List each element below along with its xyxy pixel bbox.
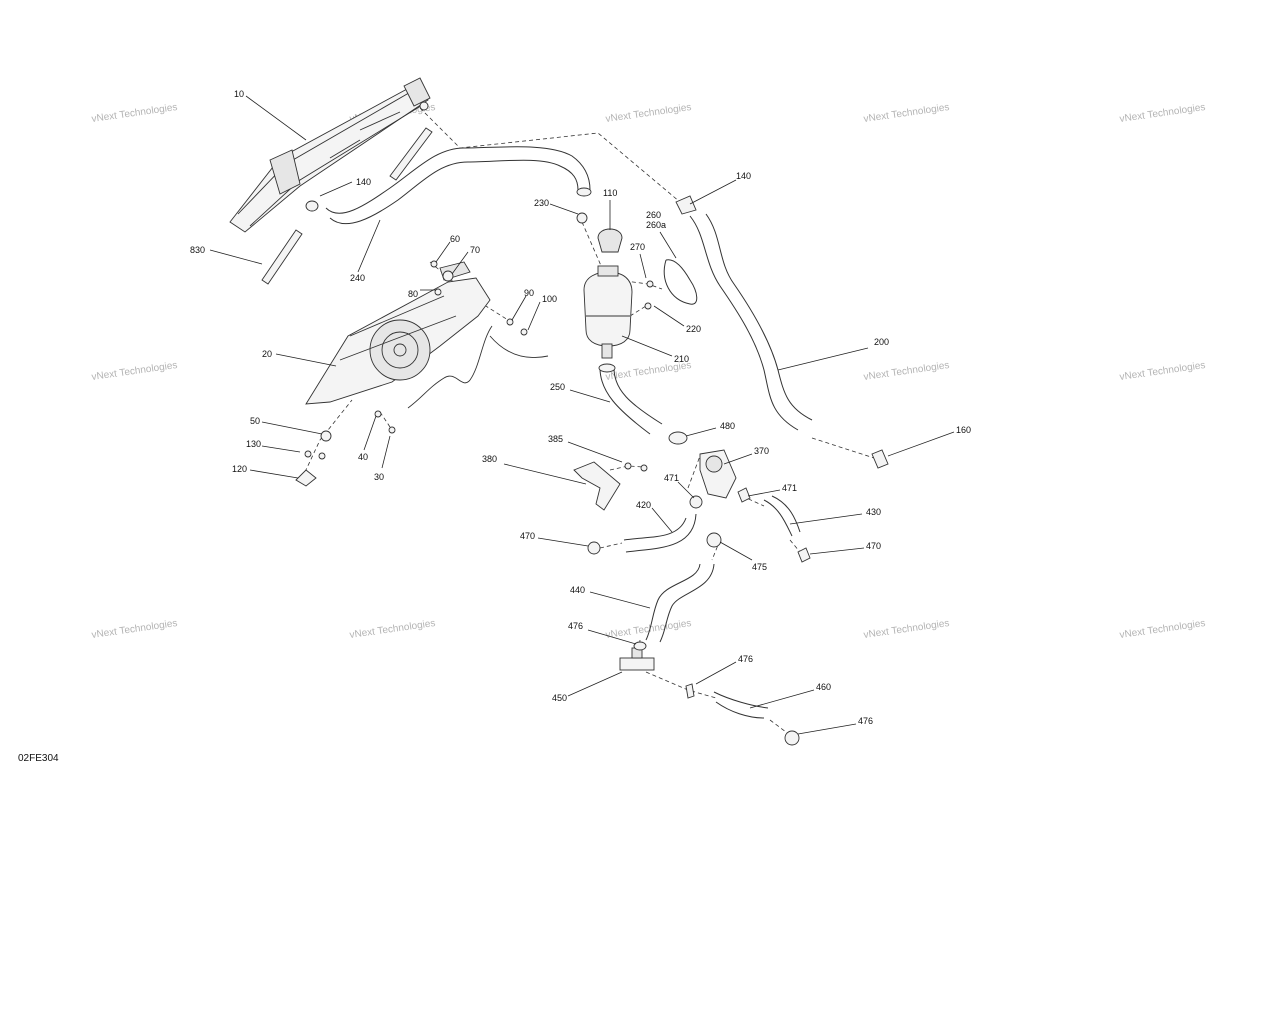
callout-label: 475 (752, 562, 767, 572)
callout-label: 476 (738, 654, 753, 664)
hose-440 (645, 532, 722, 643)
callout-label: 450 (552, 693, 567, 703)
radiator (229, 77, 431, 233)
callout-label: 260 (646, 210, 661, 220)
callout-label: 230 (534, 198, 549, 208)
watermark: vNext Technologies (863, 360, 950, 383)
callout-label: 90 (524, 288, 534, 298)
callout-label: 260a (646, 220, 666, 230)
overflow-tube (644, 259, 698, 310)
callout-label: 830 (190, 245, 205, 255)
callout-label: 471 (664, 473, 679, 483)
fan-wire (407, 325, 549, 409)
callout-label: 20 (262, 349, 272, 359)
watermark: vNext Technologies (605, 618, 692, 641)
fan-assembly (305, 261, 491, 405)
watermark: vNext Technologies (1119, 360, 1206, 383)
callout-label: 130 (246, 439, 261, 449)
diagram-code: 02FE304 (18, 753, 59, 764)
hose-460 (685, 683, 800, 746)
callout-label: 140 (356, 177, 371, 187)
callout-label: 50 (250, 416, 260, 426)
thermostat-housing (668, 431, 737, 499)
callout-label: 30 (374, 472, 384, 482)
assembly-lines (304, 107, 875, 736)
callout-label: 60 (450, 234, 460, 244)
long-hose (675, 195, 889, 469)
watermark: vNext Technologies (1119, 618, 1206, 641)
callout-label: 470 (520, 531, 535, 541)
watermark: vNext Technologies (1119, 102, 1206, 125)
watermark: vNext Technologies (91, 102, 178, 125)
callout-label: 420 (636, 500, 651, 510)
bracket-380 (573, 461, 648, 511)
coolant-tank (576, 212, 633, 359)
hose-420 (587, 495, 703, 555)
callout-label: 100 (542, 294, 557, 304)
callout-label: 250 (550, 382, 565, 392)
fan-hardware (295, 260, 528, 487)
callout-label: 10 (234, 89, 244, 99)
callout-label: 160 (956, 425, 971, 435)
callout-label: 200 (874, 337, 889, 347)
callout-label: 140 (736, 171, 751, 181)
callout-label: 480 (720, 421, 735, 431)
watermark: vNext Technologies (863, 102, 950, 125)
callout-label: 380 (482, 454, 497, 464)
watermark: vNext Technologies (91, 360, 178, 383)
callout-label: 80 (408, 289, 418, 299)
callout-label: 370 (754, 446, 769, 456)
leader-lines (209, 95, 955, 735)
watermark: vNext Technologies (863, 618, 950, 641)
callout-label: 440 (570, 585, 585, 595)
watermark: vNext Technologies (349, 618, 436, 641)
watermark: vNext Technologies (605, 102, 692, 125)
watermark: vNext Technologies (91, 618, 178, 641)
callout-label: 120 (232, 464, 247, 474)
callout-label: 240 (350, 273, 365, 283)
hose-250 (598, 363, 663, 435)
callout-label: 476 (858, 716, 873, 726)
callout-label: 385 (548, 434, 563, 444)
callout-label: 460 (816, 682, 831, 692)
seal-strips (261, 127, 433, 285)
callout-label: 70 (470, 245, 480, 255)
watermarks: vNext Technologies vNext Technologies vN… (91, 102, 1206, 641)
callout-label: 430 (866, 507, 881, 517)
callout-label: 476 (568, 621, 583, 631)
callout-label: 210 (674, 354, 689, 364)
t-fitting (619, 641, 655, 671)
callout-label: 270 (630, 242, 645, 252)
callout-label: 471 (782, 483, 797, 493)
callout-label: 470 (866, 541, 881, 551)
callout-label: 110 (603, 188, 617, 198)
upper-hose (305, 146, 592, 225)
hose-430 (737, 487, 811, 563)
callout-label: 40 (358, 452, 368, 462)
callout-labels: 10 140 830 240 60 70 80 90 100 20 50 130… (190, 89, 971, 726)
callout-label: 220 (686, 324, 701, 334)
